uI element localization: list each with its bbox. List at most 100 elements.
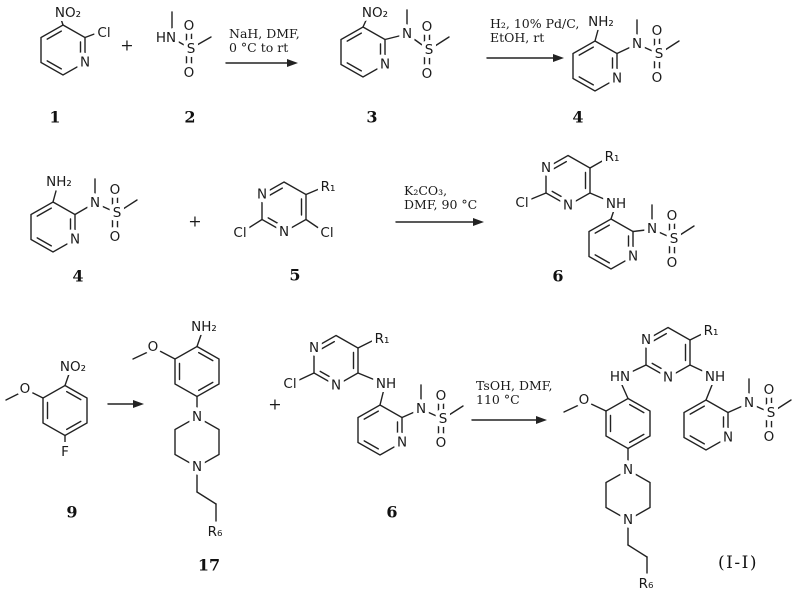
atom-label-n: N — [641, 332, 651, 348]
bond-lines — [246, 181, 321, 233]
atom-label-n: N — [90, 195, 100, 211]
atom-label-r1: R₁ — [375, 331, 390, 347]
compound-9-number: 9 — [66, 503, 77, 522]
atom-label-cl: Cl — [233, 225, 246, 241]
atom-label-o: O — [110, 229, 121, 245]
atom-label-n: N — [612, 71, 622, 87]
atom-label-n: N — [331, 378, 341, 394]
reaction-arrow-9-to-17 — [107, 400, 144, 408]
atom-label-s: S — [439, 411, 448, 427]
atom-label-cl: Cl — [320, 225, 333, 241]
atom-label-r6: R₆ — [639, 576, 654, 592]
atom-label-nh: NH — [705, 369, 725, 385]
compound-6-structure: N N Cl R₁ NH N N S O O 6 — [511, 145, 695, 286]
atom-label-o: O — [764, 429, 775, 445]
atom-label-r1: R₁ — [605, 149, 620, 165]
final-product-structure: N N R₁ HN NH O N N R₆ N N S O O (I-I) — [563, 319, 792, 596]
atom-label-o: O — [764, 382, 775, 398]
compound-9-structure: NO₂ O F 9 — [5, 355, 90, 522]
reaction-arrow-step3: K₂CO₃, DMF, 90 °C — [395, 183, 484, 226]
atom-label-r1: R₁ — [321, 179, 336, 195]
atom-label-hn: HN — [610, 369, 630, 385]
compound-17-number: 17 — [198, 556, 220, 575]
atom-label-n: N — [309, 340, 319, 356]
atom-label-nh: NH — [376, 376, 396, 392]
atom-label-n: N — [416, 401, 426, 417]
conditions-step1-line1: NaH, DMF, — [229, 26, 300, 41]
atom-label-o: O — [110, 182, 121, 198]
compound-3-structure: NO₂ N N S O O 3 — [340, 1, 450, 127]
compound-6-number: 6 — [552, 267, 563, 286]
atom-label-no2: NO₂ — [362, 5, 388, 21]
bond-lines — [572, 19, 680, 92]
compound-4-number: 4 — [72, 267, 83, 286]
plus-sign: + — [188, 212, 201, 231]
atom-label-n: N — [380, 57, 390, 73]
atom-label-n: N — [723, 430, 733, 446]
atom-label-n: N — [402, 26, 412, 42]
atom-label-o: O — [436, 435, 447, 451]
compound-2-number: 2 — [184, 108, 195, 127]
atom-label-nh2: NH₂ — [588, 14, 614, 30]
conditions-step2-line1: H₂, 10% Pd/C, — [490, 16, 579, 31]
reaction-arrow-step4: TsOH, DMF, 110 °C — [471, 378, 552, 424]
atom-label-n: N — [541, 160, 551, 176]
atom-label-r1: R₁ — [704, 323, 719, 339]
atom-label-s: S — [187, 41, 196, 57]
reaction-arrow-step1: NaH, DMF, 0 °C to rt — [225, 26, 300, 67]
atom-label-o: O — [184, 18, 195, 34]
conditions-step3-line1: K₂CO₃, — [404, 183, 447, 198]
atom-label-n: N — [563, 198, 573, 214]
compound-5-structure: N N Cl Cl R₁ 5 — [229, 175, 339, 285]
bond-lines — [296, 334, 464, 456]
bond-lines — [132, 334, 220, 522]
compound-1-structure: NO₂ Cl N 1 — [40, 1, 115, 127]
compound-3-number: 3 — [366, 108, 377, 127]
bond-lines — [563, 326, 792, 574]
atom-label-n: N — [80, 55, 90, 71]
atom-label-n: N — [647, 221, 657, 237]
atom-label-s: S — [670, 231, 679, 247]
compound-4-structure: NH₂ N N S O O 4 — [572, 10, 680, 127]
bond-lines — [171, 11, 212, 68]
atom-label-n: N — [192, 459, 202, 475]
conditions-step1-line2: 0 °C to rt — [229, 40, 288, 55]
atom-label-cl: Cl — [515, 195, 528, 211]
atom-label-o: O — [667, 255, 678, 271]
atom-label-f: F — [61, 444, 69, 460]
atom-label-r6: R₆ — [208, 524, 223, 540]
compound-1-number: 1 — [49, 108, 60, 127]
atom-label-nh: NH — [606, 196, 626, 212]
atom-label-n: N — [192, 409, 202, 425]
compound-6-structure-row3: N N Cl R₁ NH N N S O O 6 — [279, 327, 464, 522]
compound-17-structure: NH₂ O N N R₆ 17 — [132, 315, 226, 575]
bond-lines — [528, 154, 695, 270]
atom-label-n: N — [628, 249, 638, 265]
plus-sign: + — [120, 36, 133, 55]
reaction-arrow-step2: H₂, 10% Pd/C, EtOH, rt — [486, 16, 579, 62]
atom-label-n: N — [632, 36, 642, 52]
atom-label-o: O — [579, 392, 590, 408]
atom-label-nh2: NH₂ — [191, 319, 217, 335]
atom-label-o: O — [148, 339, 159, 355]
compound-4-number: 4 — [572, 108, 583, 127]
atom-label-o: O — [422, 66, 433, 82]
atom-label-n: N — [623, 462, 633, 478]
atom-label-s: S — [767, 405, 776, 421]
atom-label-o: O — [652, 23, 663, 39]
atom-label-o: O — [667, 208, 678, 224]
atom-label-no2: NO₂ — [60, 359, 86, 375]
compound-5-number: 5 — [289, 266, 300, 285]
atom-label-o: O — [184, 65, 195, 81]
atom-label-n: N — [70, 232, 80, 248]
atom-label-s: S — [425, 42, 434, 58]
atom-label-cl: Cl — [97, 25, 110, 41]
atom-label-o: O — [436, 388, 447, 404]
atom-label-o: O — [652, 70, 663, 86]
bond-lines — [340, 9, 450, 78]
atom-label-nh2: NH₂ — [46, 174, 72, 190]
conditions-step4-line2: 110 °C — [476, 392, 520, 407]
compound-4-structure-row2: NH₂ N N S O O 4 — [30, 170, 138, 286]
